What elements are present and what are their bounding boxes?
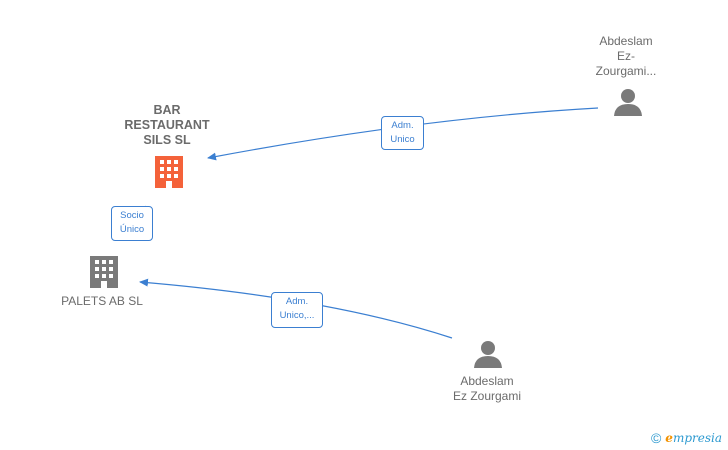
company-label-bar-restaurant[interactable]: BAR RESTAURANT SILS SL [124,103,210,147]
company-label-palets[interactable]: PALETS AB SL [61,294,143,308]
person-icon[interactable] [613,88,643,116]
copyright-icon: © [650,430,662,446]
building-icon[interactable] [153,154,185,190]
relation-badge-socio[interactable]: Socio Único [111,206,153,241]
brand-logo: empresia [665,431,722,445]
person-icon[interactable] [473,340,503,368]
relation-badge-adm-bottom[interactable]: Adm. Unico,... [271,292,323,328]
building-icon[interactable] [88,254,120,290]
person-label-bottom[interactable]: Abdeslam Ez Zourgami [452,374,522,403]
relation-badge-adm-top[interactable]: Adm. Unico [381,116,424,150]
copyright-notice: © empresia [651,430,722,446]
person-label-top[interactable]: Abdeslam Ez- Zourgami... [595,34,657,78]
